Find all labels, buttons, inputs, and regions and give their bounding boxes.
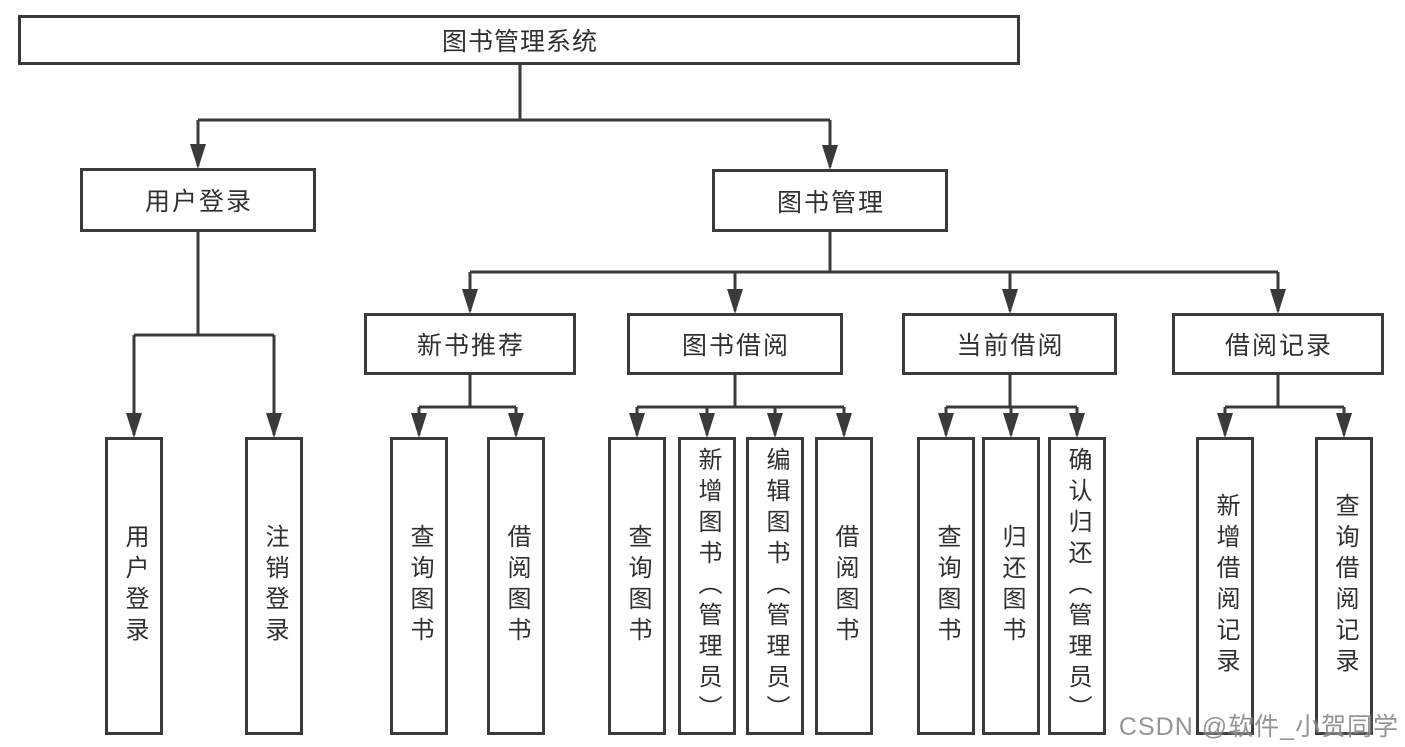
watermark: CSDN @软件_小贺同学	[1118, 713, 1399, 741]
node-current-borrow: 当前借阅	[902, 313, 1117, 375]
leaf-add-book-admin-label: 新增图书（管理员）	[694, 446, 721, 726]
leaf-query-books-current: 查询图书	[917, 437, 975, 735]
leaf-add-book-admin: 新增图书（管理员）	[678, 437, 736, 735]
node-root: 图书管理系统	[18, 15, 1020, 65]
connector-recommend-to-leaves	[417, 375, 518, 435]
node-root-label: 图书管理系统	[441, 28, 598, 56]
leaf-query-books-borrow: 查询图书	[608, 437, 666, 735]
node-book-management: 图书管理	[712, 169, 948, 232]
node-borrow-records-label: 借阅记录	[1224, 332, 1333, 360]
arrowhead	[727, 289, 743, 314]
arrowhead	[938, 413, 954, 438]
leaf-edit-book-admin: 编辑图书（管理员）	[746, 437, 804, 735]
node-user-login: 用户登录	[80, 168, 316, 232]
leaf-user-login-label: 用户登录	[121, 524, 148, 648]
arrowheads	[126, 144, 1352, 438]
leaf-query-books-borrow-label: 查询图书	[624, 524, 651, 648]
leaf-borrow-books: 借阅图书	[815, 437, 873, 735]
leaf-query-books-current-label: 查询图书	[933, 524, 960, 648]
connector-mgmt-to-level3	[468, 232, 1280, 311]
leaf-logout: 注销登录	[245, 437, 303, 735]
arrowhead	[411, 413, 427, 438]
arrowhead	[126, 413, 142, 438]
leaf-add-borrow-record: 新增借阅记录	[1196, 437, 1254, 735]
leaf-borrow-books-recommend-label: 借阅图书	[503, 524, 530, 648]
arrowhead	[1270, 289, 1286, 314]
leaf-edit-book-admin-label: 编辑图书（管理员）	[762, 446, 789, 726]
node-book-borrow: 图书借阅	[627, 313, 843, 375]
connector-root-to-level2	[196, 65, 832, 167]
leaf-query-books-recommend-label: 查询图书	[406, 524, 433, 648]
node-new-book-recommend-label: 新书推荐	[416, 332, 525, 360]
arrowhead	[508, 413, 524, 438]
arrowhead	[629, 413, 645, 438]
arrowhead	[1336, 413, 1352, 438]
arrowhead	[822, 145, 838, 170]
arrowhead	[1069, 413, 1085, 438]
node-current-borrow-label: 当前借阅	[956, 332, 1065, 360]
connector-records-to-leaves	[1223, 375, 1346, 435]
leaf-user-login: 用户登录	[105, 437, 163, 735]
connector-login-to-leaves	[132, 232, 276, 435]
arrowhead	[266, 413, 282, 438]
connector-borrow-to-leaves	[635, 375, 846, 435]
node-borrow-records: 借阅记录	[1172, 313, 1384, 375]
arrowhead	[836, 413, 852, 438]
leaf-borrow-books-recommend: 借阅图书	[487, 437, 545, 735]
node-new-book-recommend: 新书推荐	[364, 313, 576, 375]
leaf-add-borrow-record-label: 新增借阅记录	[1212, 493, 1239, 679]
arrowhead	[1003, 413, 1019, 438]
leaf-return-books: 归还图书	[982, 437, 1040, 735]
connector-lines	[132, 65, 1346, 435]
arrowhead	[767, 413, 783, 438]
arrowhead	[1217, 413, 1233, 438]
leaf-query-borrow-record-label: 查询借阅记录	[1331, 493, 1358, 679]
leaf-confirm-return-admin: 确认归还（管理员）	[1048, 437, 1106, 735]
node-book-borrow-label: 图书借阅	[681, 332, 790, 360]
arrowhead	[190, 144, 206, 169]
leaf-query-books-recommend: 查询图书	[390, 437, 448, 735]
node-user-login-label: 用户登录	[144, 188, 253, 216]
leaf-borrow-books-label: 借阅图书	[831, 524, 858, 648]
arrowhead	[462, 289, 478, 314]
leaf-return-books-label: 归还图书	[998, 524, 1025, 648]
leaf-confirm-return-admin-label: 确认归还（管理员）	[1064, 446, 1091, 726]
arrowhead	[1002, 289, 1018, 314]
node-book-management-label: 图书管理	[776, 188, 885, 217]
arrowhead	[699, 413, 715, 438]
leaf-query-borrow-record: 查询借阅记录	[1315, 437, 1373, 735]
leaf-logout-label: 注销登录	[261, 524, 288, 648]
